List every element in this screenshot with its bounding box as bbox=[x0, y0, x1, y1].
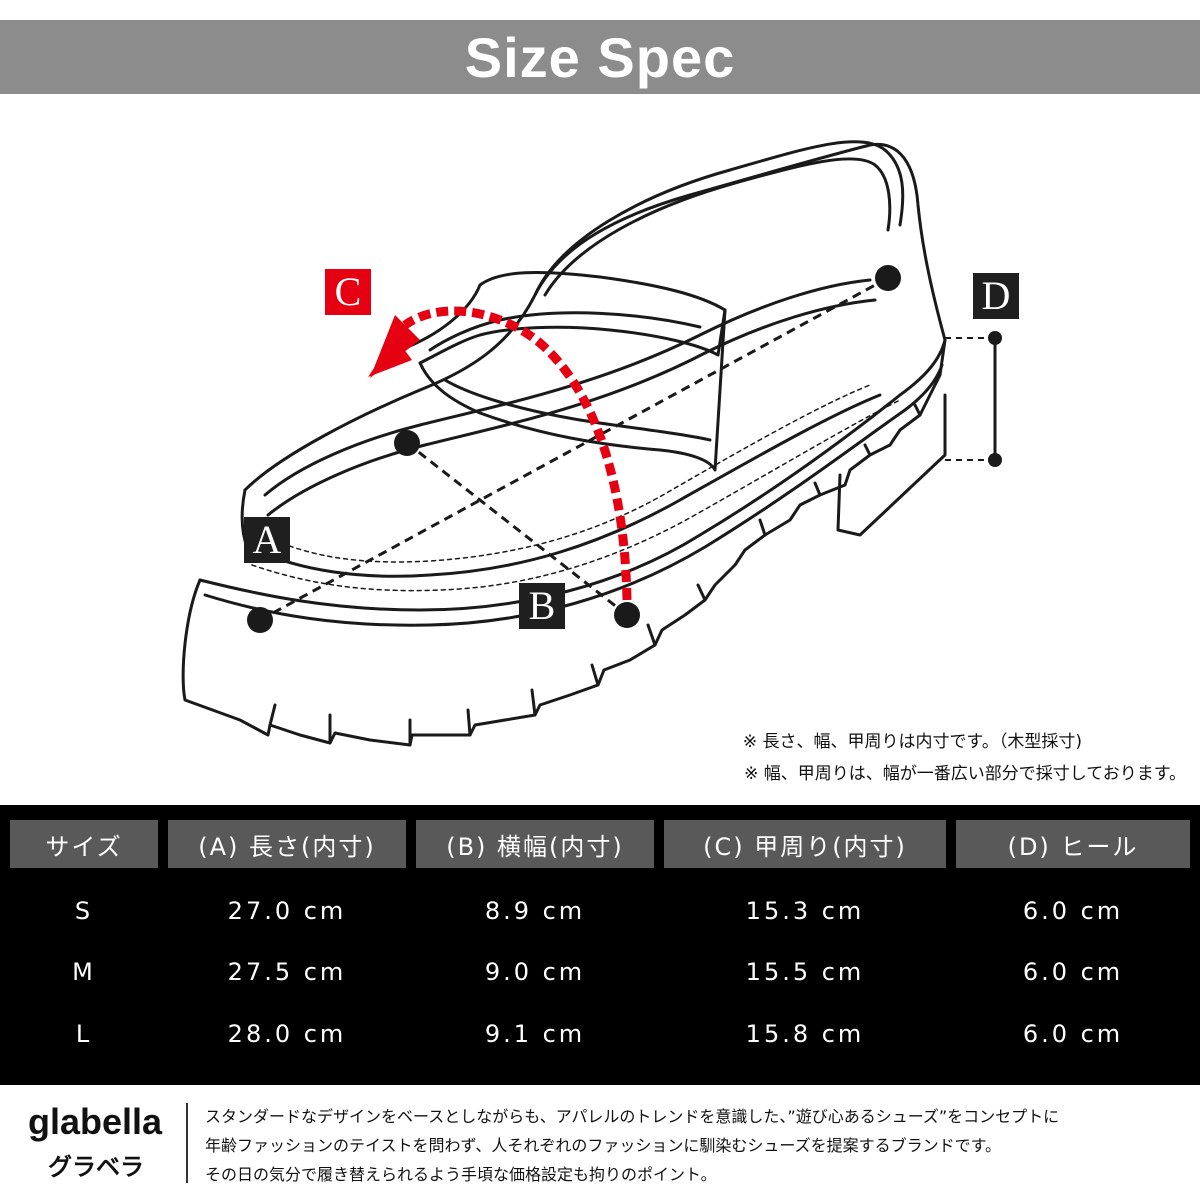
header-width: (B) 横幅(内寸) bbox=[416, 820, 654, 868]
header-length: (A) 長さ(内寸) bbox=[168, 820, 406, 868]
label-a: A bbox=[244, 517, 290, 563]
table-cell-instep: 15.3 cm bbox=[745, 897, 865, 925]
heel-dimension bbox=[945, 331, 1002, 467]
measure-lines bbox=[247, 265, 901, 633]
header-size: サイズ bbox=[10, 820, 158, 868]
brand-description-line: その日の気分で履き替えられるよう手頃な価格設定も拘りのポイント。 bbox=[205, 1165, 717, 1184]
shoe-diagram: C D A B ※ 長さ、幅、甲周りは内寸です。（木型採寸) ※ 幅、甲周りは、… bbox=[0, 95, 1200, 805]
table-cell-heel: 6.0 cm bbox=[1022, 1020, 1124, 1048]
instep-arc bbox=[368, 306, 632, 601]
table-cell-width: 9.1 cm bbox=[484, 1020, 586, 1048]
label-b: B bbox=[519, 583, 565, 629]
brand-footer: glabella グラベラ スタンダードなデザインをベースとしながらも、アパレル… bbox=[0, 1085, 1200, 1200]
note-line-1: ※ 長さ、幅、甲周りは内寸です。（木型採寸) bbox=[742, 732, 1082, 752]
table-cell-length: 27.0 cm bbox=[227, 897, 347, 925]
table-cell-length: 28.0 cm bbox=[227, 1020, 347, 1048]
shoe-outline bbox=[181, 140, 947, 747]
page-title: Size Spec bbox=[464, 25, 736, 89]
table-cell-heel: 6.0 cm bbox=[1022, 897, 1124, 925]
brand-logo-ja: グラベラ bbox=[48, 1153, 144, 1181]
brand-divider bbox=[186, 1103, 188, 1183]
table-cell-width: 9.0 cm bbox=[484, 958, 586, 986]
table-cell-width: 8.9 cm bbox=[484, 897, 586, 925]
table-cell-length: 27.5 cm bbox=[227, 958, 347, 986]
table-cell-size: M bbox=[72, 958, 96, 986]
loafer-illustration bbox=[181, 140, 1002, 747]
brand-description-line: スタンダードなデザインをベースとしながらも、アパレルのトレンドを意識した、”遊び… bbox=[205, 1107, 1060, 1126]
table-cell-size: S bbox=[74, 897, 94, 925]
title-bar: Size Spec bbox=[0, 20, 1200, 94]
note-line-2: ※ 幅、甲周りは、幅が一番広い部分で採寸しております。 bbox=[744, 764, 1186, 784]
label-c: C bbox=[325, 269, 371, 315]
label-d: D bbox=[973, 273, 1019, 319]
table-cell-instep: 15.5 cm bbox=[745, 958, 865, 986]
table-cell-instep: 15.8 cm bbox=[745, 1020, 865, 1048]
table-cell-size: L bbox=[75, 1020, 93, 1048]
header-instep: (C) 甲周り(内寸) bbox=[664, 820, 946, 868]
brand-logo-en: glabella bbox=[28, 1101, 163, 1142]
size-table: サイズ (A) 長さ(内寸) (B) 横幅(内寸) (C) 甲周り(内寸) (D… bbox=[0, 805, 1200, 1085]
table-cell-heel: 6.0 cm bbox=[1022, 958, 1124, 986]
header-heel: (D) ヒール bbox=[956, 820, 1190, 868]
brand-description-line: 年齢ファッションのテイストを問わず、人それぞれのファッションに馴染むシューズを提… bbox=[205, 1136, 1002, 1155]
